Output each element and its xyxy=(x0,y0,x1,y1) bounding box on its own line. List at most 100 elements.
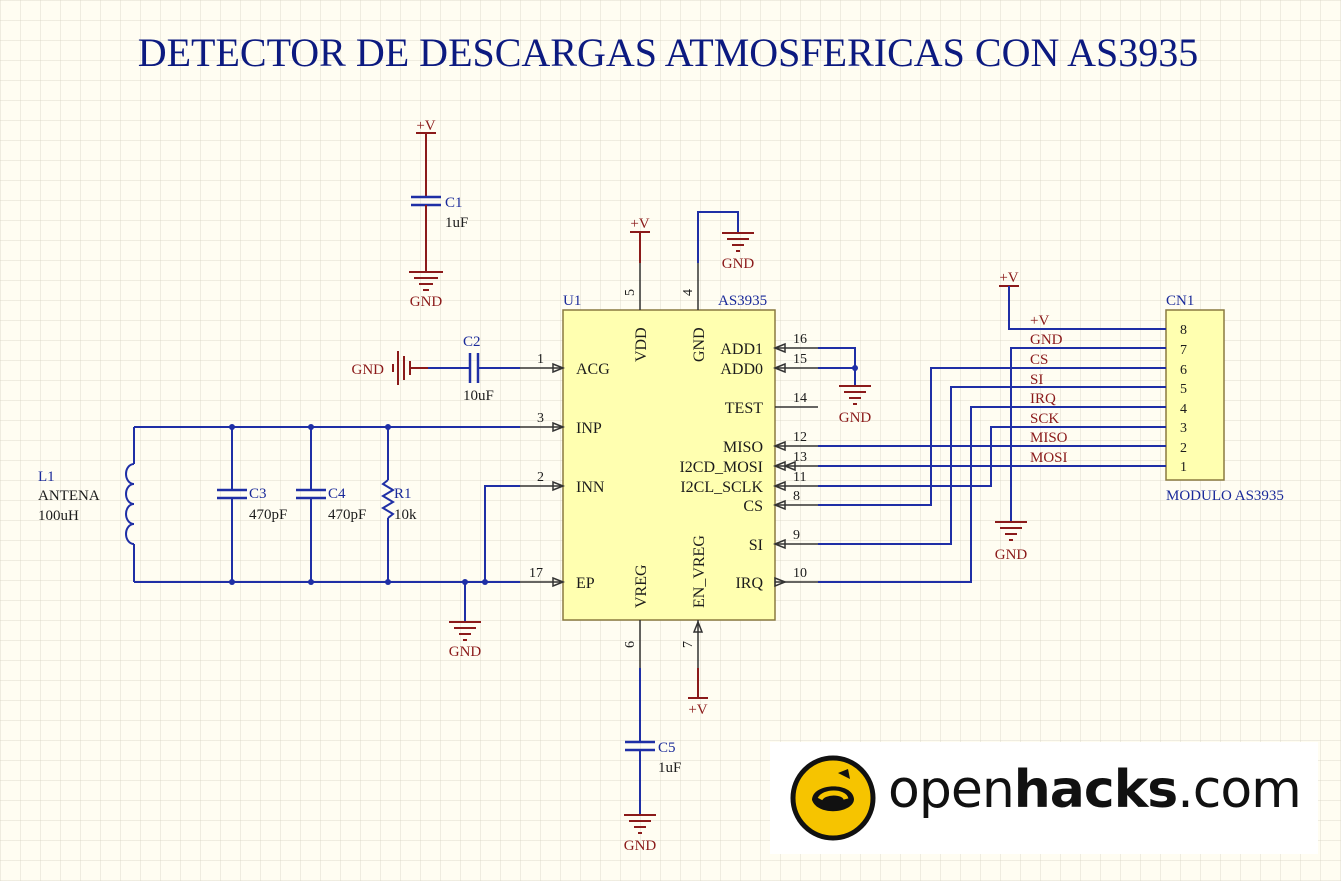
vcc-label-c1: +V xyxy=(416,118,435,134)
ground-symbol-c1 xyxy=(409,271,443,291)
gnd-label-c1: GND xyxy=(410,294,443,310)
cn1-designator: CN1 xyxy=(1166,293,1194,309)
logo-suffix: .com xyxy=(1177,760,1302,820)
c1-designator: C1 xyxy=(445,195,463,211)
pin-num-mosi: 13 xyxy=(793,450,807,465)
pin-name-sclk: I2CL_SCLK xyxy=(680,479,763,496)
cn1-pin-num: 7 xyxy=(1180,343,1187,358)
ic-designator: U1 xyxy=(563,293,581,309)
c3-designator: C3 xyxy=(249,486,267,502)
r1-zigzag xyxy=(381,479,395,519)
c4-designator: C4 xyxy=(328,486,346,502)
l1-name: ANTENA xyxy=(38,488,100,504)
cn1-pin-num: 3 xyxy=(1180,421,1187,436)
cn1-net-label: SI xyxy=(1030,372,1043,388)
l1-designator: L1 xyxy=(38,469,55,485)
cn1-wires xyxy=(818,285,1166,583)
logo-prefix: open xyxy=(888,760,1015,820)
c1-value: 1uF xyxy=(445,215,468,231)
pin-name-acg: ACG xyxy=(576,361,610,378)
pin-num-acg: 1 xyxy=(537,352,544,367)
pin-num-cs: 8 xyxy=(793,489,800,504)
pin-name-gnd: GND xyxy=(691,327,708,362)
r1-designator: R1 xyxy=(394,486,412,502)
cn1-net-label: IRQ xyxy=(1030,391,1056,407)
ground-symbol-cn1 xyxy=(995,521,1027,541)
pin-name-inn: INN xyxy=(576,479,605,496)
l1-coil xyxy=(125,463,135,545)
c5-value: 1uF xyxy=(658,760,681,776)
c3-value: 470pF xyxy=(249,507,287,523)
pin-name-en-vreg: EN_VREG xyxy=(691,535,708,608)
pin-name-miso: MISO xyxy=(723,439,763,456)
pin-num-inn: 2 xyxy=(537,470,544,485)
ground-symbol-top xyxy=(722,232,754,252)
openhacks-logo-text[interactable]: openhacks.com xyxy=(888,760,1302,820)
pin-num-test: 14 xyxy=(793,391,807,406)
ic-part-name: AS3935 xyxy=(718,293,767,309)
page-title: DETECTOR DE DESCARGAS ATMOSFERICAS CON A… xyxy=(138,30,1199,75)
pin-name-si: SI xyxy=(749,537,763,554)
vcc-label-en-vreg: +V xyxy=(688,702,707,718)
cn1-pin-num: 6 xyxy=(1180,363,1187,378)
pin-num-vdd: 5 xyxy=(623,289,638,296)
cn1-body xyxy=(1165,309,1225,481)
pin-num-si: 9 xyxy=(793,528,800,543)
pin-name-vdd: VDD xyxy=(633,327,650,362)
ground-symbol-c2 xyxy=(392,351,411,385)
pin-name-ep: EP xyxy=(576,575,595,592)
pin-name-cs: CS xyxy=(743,498,763,515)
gnd-label-top: GND xyxy=(722,256,755,272)
openhacks-logo-icon xyxy=(790,755,876,841)
cn1-name: MODULO AS3935 xyxy=(1166,488,1284,504)
gnd-label-ep: GND xyxy=(449,644,482,660)
pin-num-vreg: 6 xyxy=(623,641,638,648)
pin-name-inp: INP xyxy=(576,420,602,437)
c4-value: 470pF xyxy=(328,507,366,523)
gnd-label-add: GND xyxy=(839,410,872,426)
pin-num-add1: 16 xyxy=(793,332,807,347)
ic-right-pins xyxy=(772,342,818,588)
ground-symbol-add xyxy=(839,385,871,405)
pin-name-mosi: I2CD_MOSI xyxy=(679,459,763,476)
cn1-net-label: MISO xyxy=(1030,430,1068,446)
wire-junctions xyxy=(229,365,858,585)
pin-num-ep: 17 xyxy=(529,566,543,581)
c2-designator: C2 xyxy=(463,334,481,350)
pin-num-gnd: 4 xyxy=(681,289,696,296)
pin-num-en-vreg: 7 xyxy=(681,641,696,648)
cn1-pin-num: 8 xyxy=(1180,323,1187,338)
l1-value: 100uH xyxy=(38,508,79,524)
pin-num-add0: 15 xyxy=(793,352,807,367)
gnd-label-c2: GND xyxy=(352,362,385,378)
cn1-pin-num: 4 xyxy=(1180,402,1187,417)
cn1-net-label: SCK xyxy=(1030,411,1059,427)
pin-name-test: TEST xyxy=(725,400,763,417)
pin-name-irq: IRQ xyxy=(735,575,763,592)
c2-value: 10uF xyxy=(463,388,494,404)
r1-value: 10k xyxy=(394,507,417,523)
pin-name-add1: ADD1 xyxy=(720,341,763,358)
gnd-label-c5: GND xyxy=(624,838,657,854)
pin-num-inp: 3 xyxy=(537,411,544,426)
cn1-pin-rows: 8 7 6 5 4 3 2 1 +V GND CS SI IRQ SCK MIS… xyxy=(1030,313,1187,475)
c5-designator: C5 xyxy=(658,740,676,756)
logo-bold: hacks xyxy=(1013,760,1178,820)
cn1-net-label: MOSI xyxy=(1030,450,1068,466)
vcc-label-cn1: +V xyxy=(999,270,1018,286)
pin-num-miso: 12 xyxy=(793,430,807,445)
ic-u1-body xyxy=(562,309,776,621)
pin-name-add0: ADD0 xyxy=(720,361,763,378)
cn1-net-label: GND xyxy=(1030,332,1063,348)
cn1-pin-num: 2 xyxy=(1180,441,1187,456)
vcc-label-vdd: +V xyxy=(630,216,649,232)
cn1-pin-num: 1 xyxy=(1180,460,1187,475)
ground-symbol-ep xyxy=(449,621,481,641)
cn1-net-label: CS xyxy=(1030,352,1048,368)
pin-name-vreg: VREG xyxy=(633,564,650,608)
ic-left-pins xyxy=(520,362,566,588)
cn1-pin-num: 5 xyxy=(1180,382,1187,397)
pin-num-sclk: 11 xyxy=(793,470,806,485)
ground-symbol-c5 xyxy=(624,814,656,834)
